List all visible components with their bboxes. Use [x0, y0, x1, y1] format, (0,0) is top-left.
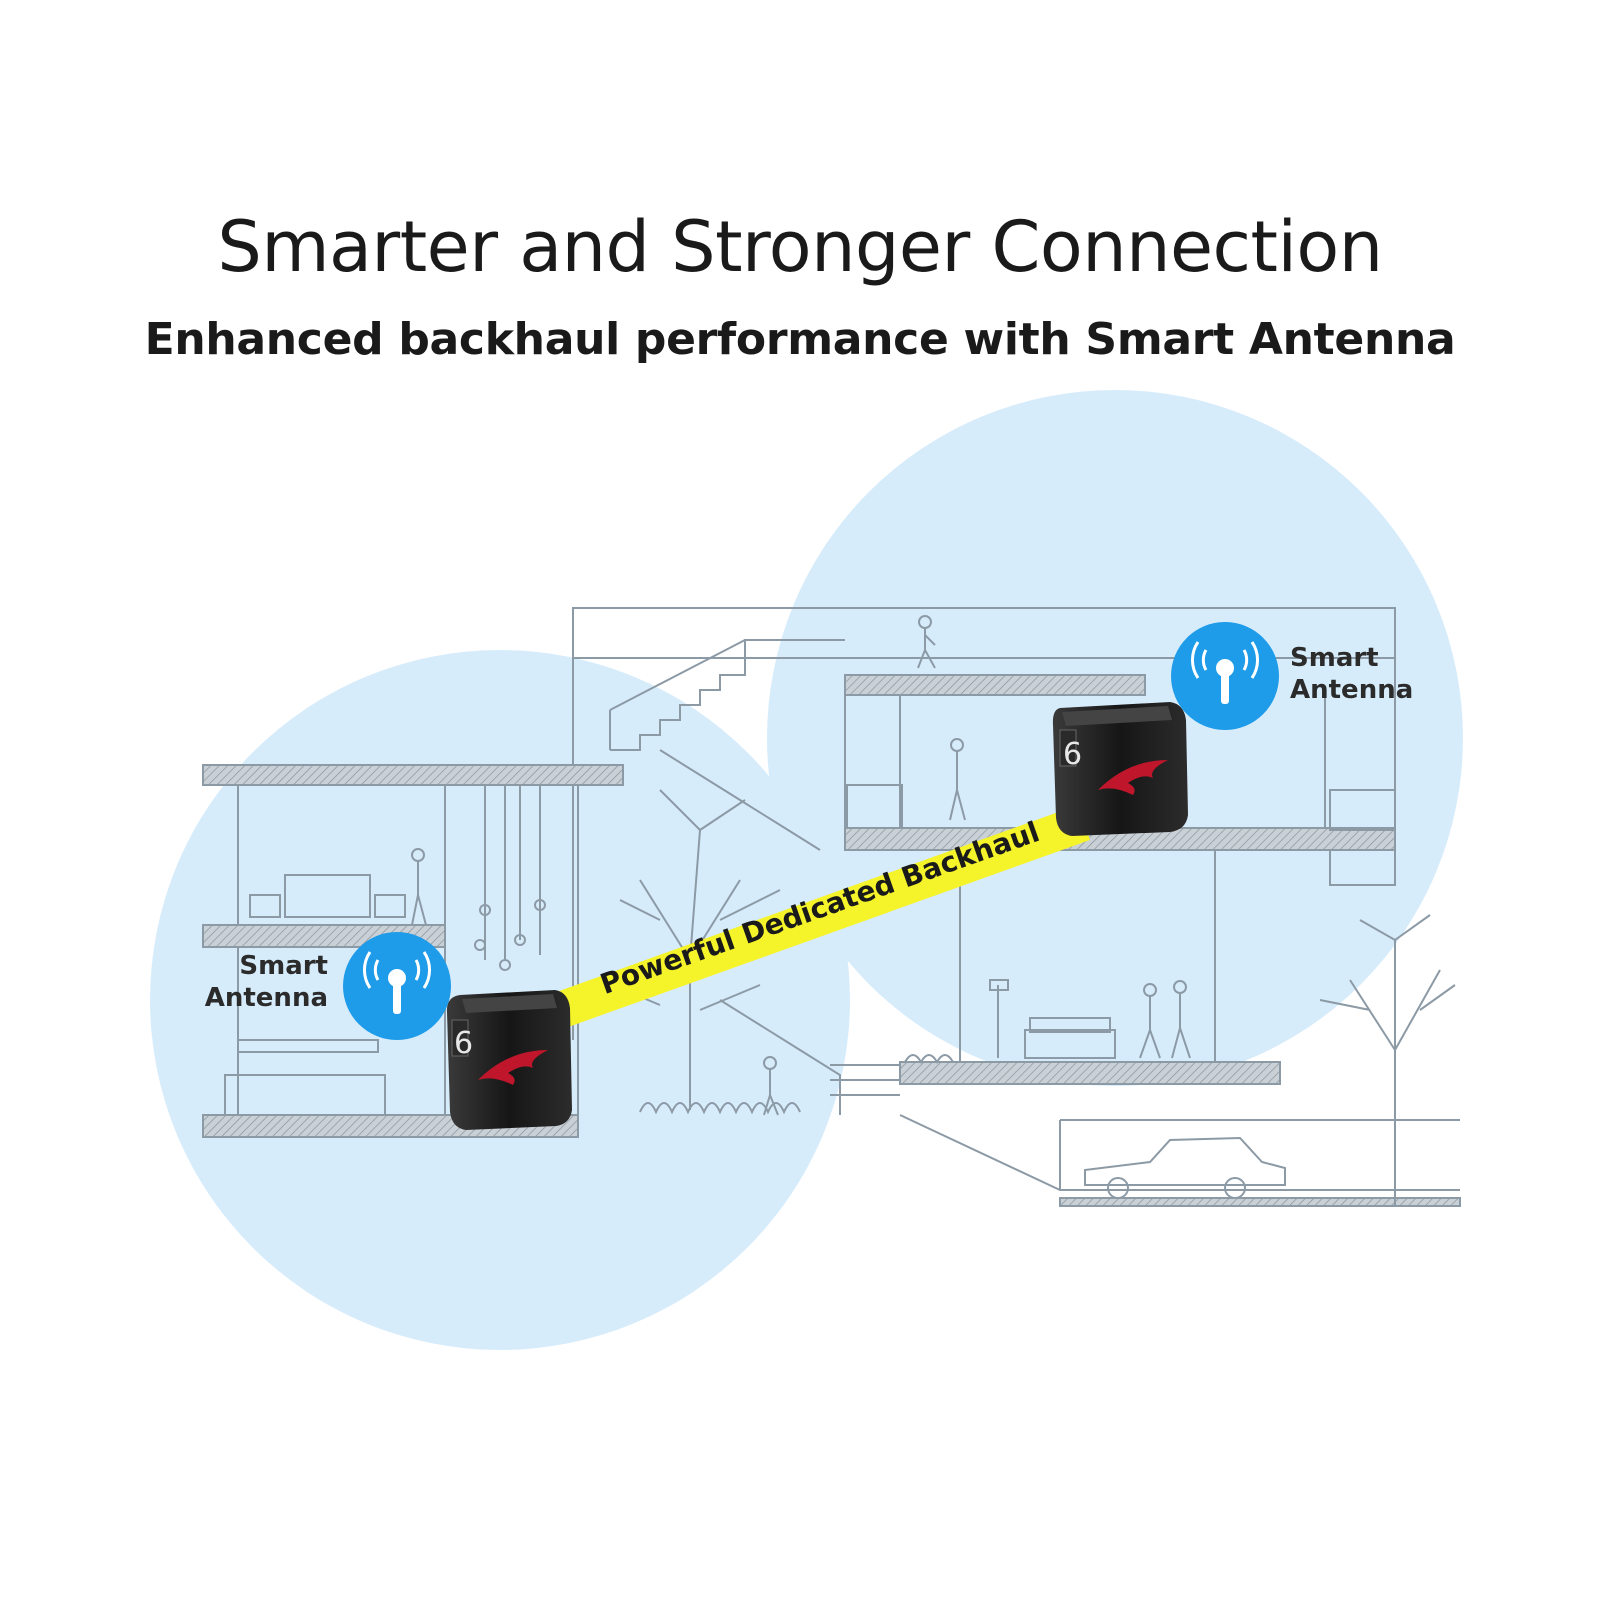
floor-slab: [899, 1061, 1281, 1085]
router-right: 6: [1052, 702, 1188, 836]
smart-antenna-icon-left: [343, 932, 451, 1040]
floor-slab: [844, 674, 1146, 696]
antenna-label-right-line1: Smart: [1290, 643, 1379, 673]
router-left: 6: [446, 990, 572, 1130]
page-title: Smarter and Stronger Connection: [217, 206, 1383, 288]
wifi6-badge-right: 6: [1063, 737, 1082, 772]
wifi6-badge-left: 6: [454, 1026, 473, 1061]
antenna-label-right: Smart Antenna: [1290, 642, 1413, 706]
antenna-label-right-line2: Antenna: [1290, 675, 1414, 705]
floor-slab: [202, 764, 624, 786]
rog-logo-icon: [478, 1050, 548, 1085]
rog-logo-icon: [1098, 760, 1168, 795]
driveway: [1059, 1197, 1461, 1207]
house-line-art: [202, 607, 1461, 1207]
smart-antenna-icon-right: [1171, 622, 1279, 730]
antenna-label-left-line2: Antenna: [204, 983, 328, 1013]
antenna-label-left-line1: Smart: [239, 951, 328, 981]
antenna-label-left: Smart Antenna: [196, 950, 328, 1014]
page-subtitle: Enhanced backhaul performance with Smart…: [144, 314, 1456, 365]
